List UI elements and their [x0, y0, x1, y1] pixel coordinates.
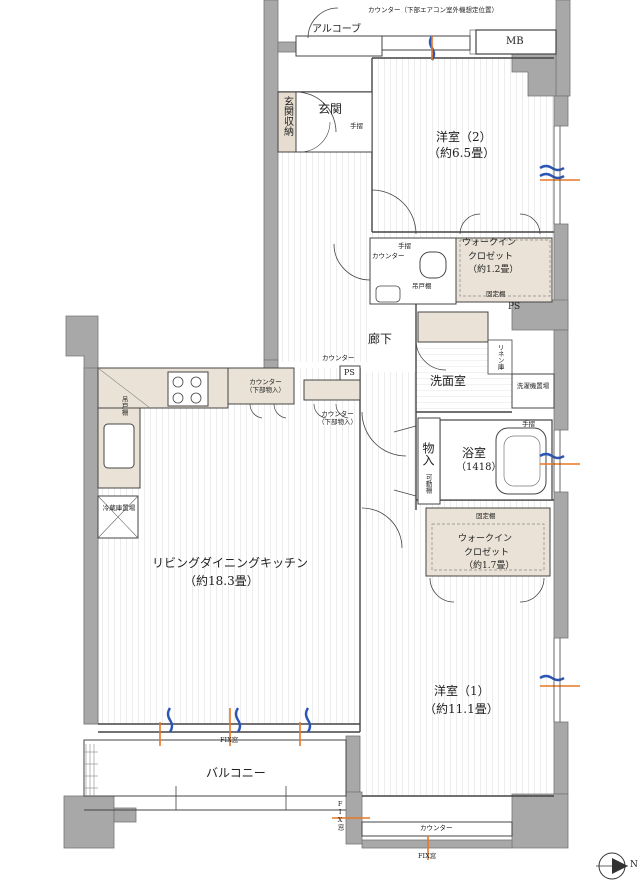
entrance-door-swing2 [299, 121, 331, 153]
mb-box [475, 29, 557, 55]
counter-storage-doors [249, 403, 287, 419]
toilet-counter: カウンター [372, 252, 405, 260]
right-windows [553, 126, 561, 722]
bedroom1-name: 洋室（1） [434, 684, 490, 698]
corridor-label: 廊下 [368, 332, 393, 346]
bedroom1-counter-label: カウンター [420, 824, 453, 832]
bedroom2-door [371, 189, 417, 235]
north-label: N [630, 860, 638, 870]
wic-small-size: （約1.2畳） [468, 265, 519, 275]
airflow-marks [159, 35, 580, 860]
wic-small-shelf [459, 239, 551, 297]
mb-label: MB [506, 36, 524, 47]
stove-burner-1 [172, 376, 184, 388]
linen-label: リネン庫 [496, 344, 505, 370]
counter-storage [227, 367, 295, 405]
bath-label: 浴室 [462, 446, 487, 460]
stove [167, 371, 209, 407]
toilet-hanging-shelf: 吊戸棚 [412, 282, 432, 290]
vanity [417, 311, 489, 343]
bedroom1-door [361, 507, 403, 549]
entrance-storage [277, 91, 297, 153]
wic-small-box [455, 237, 553, 303]
bath-handrail: 手摺 [522, 420, 535, 428]
bathtub-inner [503, 435, 541, 487]
counter-top [381, 35, 471, 51]
alcove-label: アルコーブ [312, 24, 362, 35]
ldk-name: リビングダイニングキッチン [152, 556, 309, 570]
balcony-left-grid [84, 744, 98, 796]
alcove-door [307, 7, 339, 39]
washroom-door [415, 339, 447, 371]
bedroom2-name: 洋室（2） [436, 130, 492, 144]
washer-place [511, 373, 555, 409]
bedroom1-counter [361, 821, 513, 837]
ldk-hanging-shelf: 吊戸棚 [120, 396, 129, 416]
wic-small-doors [459, 213, 541, 235]
counter-storage-2-doors [313, 403, 349, 419]
wic-small-line2: クロゼット [468, 252, 514, 262]
north-compass [596, 852, 628, 880]
entrance-door-swing [295, 91, 337, 133]
ldk-door [361, 411, 407, 457]
wic-large-fixed-shelf: 固定棚 [476, 512, 496, 520]
wic-large-shelf [431, 523, 545, 571]
toilet-sink [375, 285, 401, 303]
storage-box [417, 417, 441, 505]
storage-doors [393, 425, 417, 497]
entrance-storage-label: 玄関収納 [281, 96, 293, 136]
ldk-counter-below: カウンター （下部物入） [246, 378, 285, 395]
stove-burner-2 [190, 376, 202, 388]
bedroom1-size: （約11.1畳） [424, 702, 499, 716]
bath-size: （1418） [456, 462, 502, 473]
corridor-lower-floor [360, 372, 416, 522]
ldk-counter-below2: カウンター （下部物入） [318, 410, 357, 427]
entrance-floor [295, 91, 373, 153]
bedroom2-floor [372, 58, 554, 238]
wic-large-doors [429, 577, 545, 603]
side-fix-window: FIX窓 [336, 800, 345, 831]
toilet-door [333, 243, 371, 281]
bathtub [495, 427, 547, 495]
washroom-label: 洗面室 [430, 374, 467, 388]
stove-burner-3 [172, 392, 184, 404]
bottom-fix-window: FIX窓 [418, 852, 437, 860]
wic-large-size: （約1.7畳） [464, 561, 515, 571]
balcony-area [83, 739, 347, 797]
alcove-area [295, 35, 383, 57]
fridge-cross-2 [97, 495, 139, 539]
wic-large-line2: クロゼット [464, 548, 510, 558]
wic-large-line1: ウォークイン [458, 534, 513, 544]
storage-label: 物入 [421, 442, 435, 466]
stove-burner-4 [190, 392, 202, 404]
hood-diagonal [97, 367, 151, 409]
linen-cabinet [487, 339, 513, 375]
ldk-size: （約18.3畳） [184, 574, 259, 588]
storage-movable-shelf: 可動棚 [424, 474, 433, 494]
wic-small-fixed-shelf: 固定棚 [486, 290, 506, 298]
corridor-ps: PS [508, 302, 521, 312]
washer-label: 洗濯機置場 [516, 382, 550, 390]
ldk-floor [98, 368, 360, 724]
ldk-fridge: 冷蔵庫置場 [102, 504, 136, 512]
toilet-handrail: 手摺 [398, 242, 411, 250]
entrance-handrail: 手摺 [350, 122, 363, 130]
wic-large-box [425, 507, 551, 577]
entrance-label: 玄関 [318, 102, 343, 116]
balcony-label: バルコニー [206, 766, 266, 780]
sink [103, 423, 135, 469]
balcony-fix-window: FIX窓 [220, 736, 239, 744]
ldk-counter-top: カウンター [322, 354, 355, 362]
ldk-ps: PS [344, 368, 355, 377]
wic-small-line1: ウォークイン [462, 238, 517, 248]
counter-storage-2 [303, 379, 361, 401]
bedroom2-size: （約6.5畳） [428, 146, 496, 160]
toilet-bowl [419, 251, 447, 279]
aircon-counter-note: カウンター（下部エアコン室外機想定位置） [368, 6, 498, 14]
